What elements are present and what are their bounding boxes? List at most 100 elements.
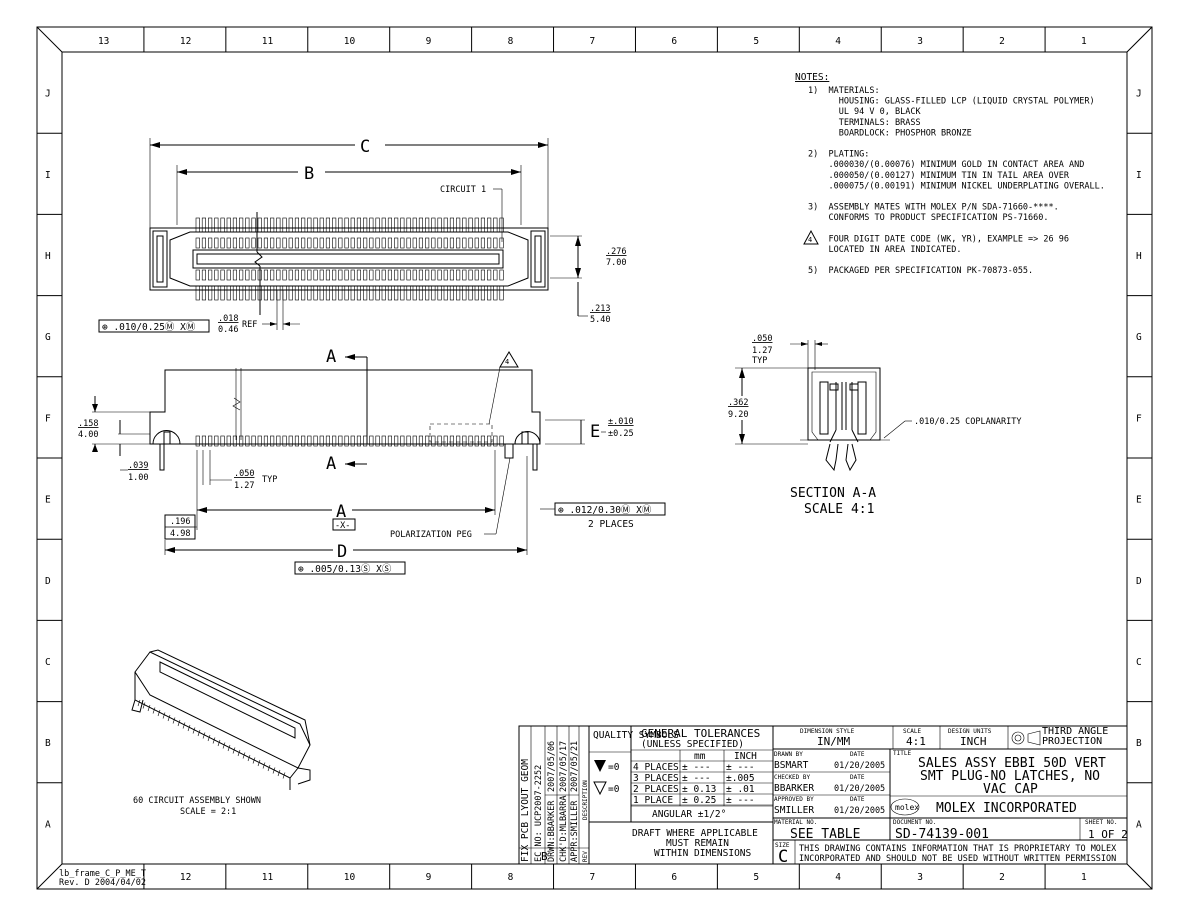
- svg-text:INCH: INCH: [734, 751, 757, 762]
- molex-logo: molex: [890, 798, 920, 816]
- zone-col-label-top: 7: [590, 36, 596, 47]
- gen-tol-title: GENERAL TOLERANCES: [641, 727, 760, 740]
- section-h-in: .362: [728, 398, 748, 408]
- note-line: FOUR DIGIT DATE CODE (WK, YR), EXAMPLE =…: [808, 234, 1069, 244]
- approved-date: 01/20/2005: [834, 806, 885, 816]
- svg-text:DATE: DATE: [850, 751, 865, 758]
- zone-row-label-left: F: [45, 413, 51, 424]
- zone-col-label-bottom: 5: [753, 872, 759, 883]
- front-view: A A 4 .158 4.00 .039 1.00 .050 1.27: [78, 347, 666, 575]
- title-line-2: SMT PLUG-NO LATCHES, NO: [920, 769, 1100, 784]
- third-angle-projection-icon: [1011, 730, 1041, 746]
- svg-text:DRAWN BY: DRAWN BY: [774, 751, 803, 758]
- e-tol-mm: ±0.25: [608, 429, 634, 439]
- zone-row-label-left: I: [45, 170, 51, 181]
- scale-value: 4:1: [906, 735, 926, 748]
- zone-row-label-left: E: [45, 495, 51, 506]
- rev-drwn-date: 2007/05/06: [547, 741, 557, 792]
- zone-col-label-top: 5: [753, 36, 759, 47]
- note-line: 5) PACKAGED PER SPECIFICATION PK-70873-0…: [808, 266, 1033, 276]
- iso-scale: SCALE = 2:1: [180, 807, 236, 817]
- isometric-view: 60 CIRCUIT ASSEMBLY SHOWN SCALE = 2:1: [131, 649, 311, 817]
- zone-col-label-bottom: 11: [262, 872, 274, 883]
- zone-col-label-bottom: 1: [1081, 872, 1087, 883]
- h196-in: .196: [170, 517, 190, 527]
- zone-col-label-top: 13: [98, 36, 109, 47]
- rev-drwn: DRWN:BBARKER: [547, 800, 557, 862]
- top-view-pin-rows: [195, 217, 504, 301]
- tol-row-mm: ± 0.13: [682, 784, 716, 795]
- material-no: SEE TABLE: [790, 827, 860, 842]
- svg-text:DIMENSION STYLE: DIMENSION STYLE: [800, 728, 855, 735]
- tol-row-inch: ± .01: [726, 784, 755, 795]
- note-line: 1) MATERIALS:: [808, 86, 880, 96]
- top-offset-in: .213: [590, 304, 610, 314]
- zone-col-label-bottom: 10: [344, 872, 356, 883]
- ref-dim-mm: 0.46: [218, 325, 238, 335]
- svg-text:DOCUMENT NO.: DOCUMENT NO.: [893, 819, 936, 826]
- title-block: QUALITY SYMBOLS =0 =0 GENERAL TOLERANCES…: [588, 725, 1128, 867]
- svg-text:SIZE: SIZE: [775, 842, 790, 849]
- tol-row-mm: ± ---: [682, 773, 711, 784]
- frame-label: lb_frame_C_P_ME_T: [59, 869, 146, 879]
- angular-tol: ANGULAR ±1/2°: [652, 809, 726, 820]
- top-height-in: .276: [606, 247, 626, 257]
- checked-date: 01/20/2005: [834, 784, 885, 794]
- bottom-feature-control-frame: ⊕ .005/0.13Ⓢ XⓈ: [298, 564, 392, 575]
- zone-col-label-top: 8: [508, 36, 514, 47]
- tol-row-mm: ± 0.25: [682, 795, 716, 806]
- circuit-1-label: CIRCUIT 1: [440, 185, 486, 195]
- zone-row-label-right: E: [1136, 495, 1142, 506]
- section-title: SECTION A-A: [790, 486, 876, 501]
- quality-triangle-open-icon: [593, 781, 607, 796]
- zone-col-label-bottom: 7: [590, 872, 596, 883]
- svg-text:mm: mm: [694, 751, 706, 762]
- dim-d-label: D: [337, 542, 347, 562]
- zone-row-label-left: A: [45, 819, 51, 830]
- zone-row-label-right: C: [1136, 657, 1142, 668]
- proprietary-line-1: THIS DRAWING CONTAINS INFORMATION THAT I…: [799, 844, 1117, 854]
- svg-text:=0: =0: [608, 784, 620, 795]
- svg-text:SCALE: SCALE: [903, 728, 921, 735]
- drawn-date: 01/20/2005: [834, 761, 885, 771]
- rev-letter: B: [541, 850, 548, 863]
- zone-row-label-right: H: [1136, 251, 1142, 262]
- zone-row-label-right: A: [1136, 819, 1142, 830]
- h158-in: .158: [78, 419, 98, 429]
- h039-in: .039: [128, 461, 148, 471]
- zone-row-label-left: C: [45, 657, 51, 668]
- rev-appr-date: 2007/05/21: [570, 741, 580, 792]
- note-line: .000030/(0.00076) MINIMUM GOLD IN CONTAC…: [808, 160, 1084, 170]
- title-line-3: VAC CAP: [983, 782, 1038, 797]
- svg-text:WITHIN DIMENSIONS: WITHIN DIMENSIONS: [654, 848, 752, 859]
- zone-col-label-top: 9: [426, 36, 432, 47]
- top-feature-control-frame: ⊕ .010/0.25Ⓜ XⓂ: [102, 322, 196, 333]
- zone-col-label-bottom: 4: [835, 872, 841, 883]
- ref-label: REF: [242, 320, 257, 330]
- h039-mm: 1.00: [128, 473, 148, 483]
- svg-text:MUST REMAIN: MUST REMAIN: [666, 838, 729, 849]
- drawn-by: BSMART: [774, 760, 809, 771]
- note-line: 2) PLATING:: [808, 150, 869, 160]
- note-line: TERMINALS: BRASS: [808, 118, 921, 128]
- checked-by: BBARKER: [774, 783, 814, 794]
- quality-triangle-filled-icon: [594, 760, 606, 772]
- zone-row-label-right: B: [1136, 738, 1142, 749]
- rev-chkd: CHK'D:MLBARRA: [559, 795, 569, 862]
- zone-row-label-left: J: [45, 89, 51, 100]
- projection-label: THIRD ANGLE PROJECTION: [1042, 727, 1109, 747]
- rev-desc-label: DESCRIPTION: [582, 780, 589, 820]
- svg-text:CHECKED BY: CHECKED BY: [774, 774, 811, 781]
- tol-row-label: 2 PLACES: [633, 784, 679, 795]
- svg-text:DATE: DATE: [850, 796, 865, 803]
- zone-col-label-top: 10: [344, 36, 356, 47]
- proprietary-line-2: INCORPORATED AND SHOULD NOT BE USED WITH…: [799, 854, 1116, 864]
- svg-text:DESIGN UNITS: DESIGN UNITS: [948, 728, 992, 735]
- company-name: MOLEX INCORPORATED: [936, 801, 1077, 816]
- svg-text:DATE: DATE: [850, 774, 865, 781]
- note-line: CONFORMS TO PRODUCT SPECIFICATION PS-716…: [808, 213, 1049, 223]
- two-places-label: 2 PLACES: [588, 519, 634, 530]
- document-no: SD-74139-001: [895, 827, 989, 842]
